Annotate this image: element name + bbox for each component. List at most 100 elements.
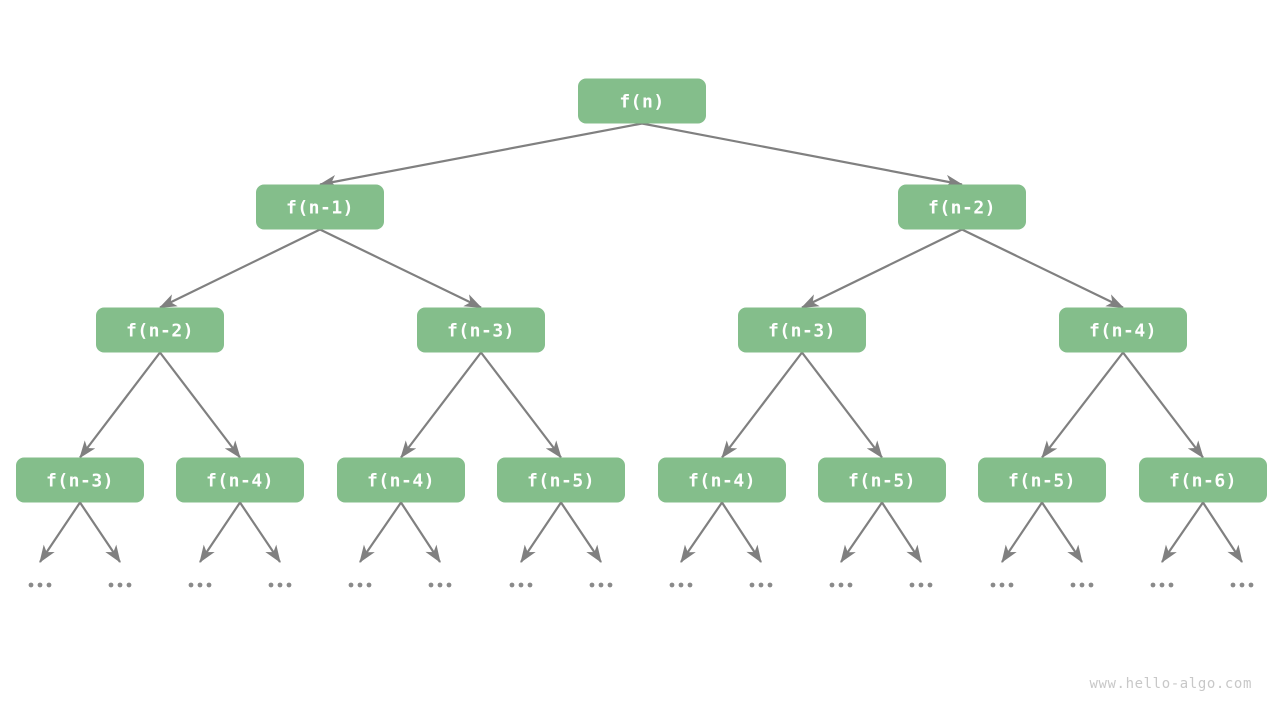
ellipsis-dot [286, 582, 292, 588]
ellipsis-dot [1008, 582, 1014, 588]
tree-node[interactable]: f(n-4) [176, 457, 304, 503]
ellipsis-dot [126, 582, 132, 588]
tree-node[interactable]: f(n-3) [738, 307, 866, 353]
ellipsis-marker [990, 582, 1014, 588]
ellipsis-marker [28, 582, 52, 588]
ellipsis-dot [607, 582, 613, 588]
ellipsis-dot [909, 582, 915, 588]
ellipsis-dot [206, 582, 212, 588]
tree-node[interactable]: f(n-5) [978, 457, 1106, 503]
ellipsis-dot [1168, 582, 1174, 588]
tree-node-label: f(n-5) [848, 471, 916, 492]
tree-node-box [497, 457, 625, 503]
ellipsis-marker [1230, 582, 1254, 588]
tree-edge-stub [881, 501, 922, 563]
tree-node-box [337, 457, 465, 503]
tree-node[interactable]: f(n-4) [658, 457, 786, 503]
tree-node-label: f(n-6) [1169, 471, 1237, 492]
tree-node-label: f(n-5) [1008, 471, 1076, 492]
ellipsis-dot [268, 582, 274, 588]
tree-node-box [1139, 457, 1267, 503]
tree-node[interactable]: f(n-3) [16, 457, 144, 503]
ellipsis-dot [1248, 582, 1254, 588]
tree-node-label: f(n-2) [126, 321, 194, 342]
ellipsis-dot [1079, 582, 1085, 588]
tree-node-box [898, 184, 1026, 230]
tree-edge-stub [1161, 501, 1204, 563]
tree-edge [801, 228, 963, 309]
tree-node-box [578, 78, 706, 124]
tree-edge-stub [520, 501, 562, 563]
tree-node[interactable]: f(n-4) [337, 457, 465, 503]
ellipsis-dot [1230, 582, 1236, 588]
ellipsis-dot [1088, 582, 1094, 588]
tree-node[interactable]: f(n) [578, 78, 706, 124]
ellipsis-dot [28, 582, 34, 588]
ellipsis-dot [428, 582, 434, 588]
stub-edges-layer [39, 501, 1243, 563]
ellipsis-dot [847, 582, 853, 588]
ellipsis-dot [46, 582, 52, 588]
tree-node[interactable]: f(n-2) [96, 307, 224, 353]
tree-edge [1041, 351, 1124, 459]
ellipsis-dot [1159, 582, 1165, 588]
ellipsis-dot [437, 582, 443, 588]
ellipsis-dot [509, 582, 515, 588]
tree-edge [801, 351, 883, 459]
tree-node[interactable]: f(n-3) [417, 307, 545, 353]
nodes-layer: f(n) f(n-1) f(n-2) f(n-2) f(n-3) f(n-3) f(n-4)… [16, 78, 1267, 503]
tree-node[interactable]: f(n-1) [256, 184, 384, 230]
ellipsis-marker [1070, 582, 1094, 588]
tree-node-box [256, 184, 384, 230]
ellipsis-marker [1150, 582, 1174, 588]
ellipsis-marker [669, 582, 693, 588]
ellipsis-marker [268, 582, 292, 588]
tree-edge-stub [1001, 501, 1043, 563]
ellipsis-layer [28, 582, 1254, 588]
tree-edge [159, 228, 321, 309]
ellipsis-dot [669, 582, 675, 588]
ellipsis-dot [687, 582, 693, 588]
edges-layer [79, 122, 1204, 459]
ellipsis-dot [37, 582, 43, 588]
tree-edge-stub [39, 501, 81, 563]
tree-edge [480, 351, 562, 459]
tree-edge-stub [1202, 501, 1243, 563]
ellipsis-marker [749, 582, 773, 588]
ellipsis-dot [990, 582, 996, 588]
tree-edge-stub [560, 501, 602, 563]
tree-node-label: f(n-4) [367, 471, 435, 492]
tree-node[interactable]: f(n-4) [1059, 307, 1187, 353]
tree-node-label: f(n-3) [768, 321, 836, 342]
tree-edge-stub [359, 501, 402, 563]
ellipsis-marker [589, 582, 613, 588]
ellipsis-marker [829, 582, 853, 588]
tree-edge-stub [239, 501, 281, 563]
ellipsis-dot [999, 582, 1005, 588]
ellipsis-dot [277, 582, 283, 588]
tree-edge-stub [1041, 501, 1083, 563]
ellipsis-dot [767, 582, 773, 588]
tree-edge [318, 122, 643, 188]
ellipsis-dot [838, 582, 844, 588]
tree-node-label: f(n-2) [928, 198, 996, 219]
tree-node-label: f(n-4) [206, 471, 274, 492]
watermark: www.hello-algo.com [1089, 676, 1252, 692]
tree-node-label: f(n-4) [688, 471, 756, 492]
tree-node[interactable]: f(n-5) [497, 457, 625, 503]
tree-node-label: f(n-1) [286, 198, 354, 219]
tree-node[interactable]: f(n-2) [898, 184, 1026, 230]
ellipsis-dot [589, 582, 595, 588]
tree-node[interactable]: f(n-5) [818, 457, 946, 503]
tree-node-box [16, 457, 144, 503]
ellipsis-dot [678, 582, 684, 588]
tree-node[interactable]: f(n-6) [1139, 457, 1267, 503]
ellipsis-marker [188, 582, 212, 588]
tree-edge [79, 351, 161, 459]
ellipsis-marker [509, 582, 533, 588]
tree-node-box [818, 457, 946, 503]
tree-edge [721, 351, 803, 459]
tree-node-box [738, 307, 866, 353]
